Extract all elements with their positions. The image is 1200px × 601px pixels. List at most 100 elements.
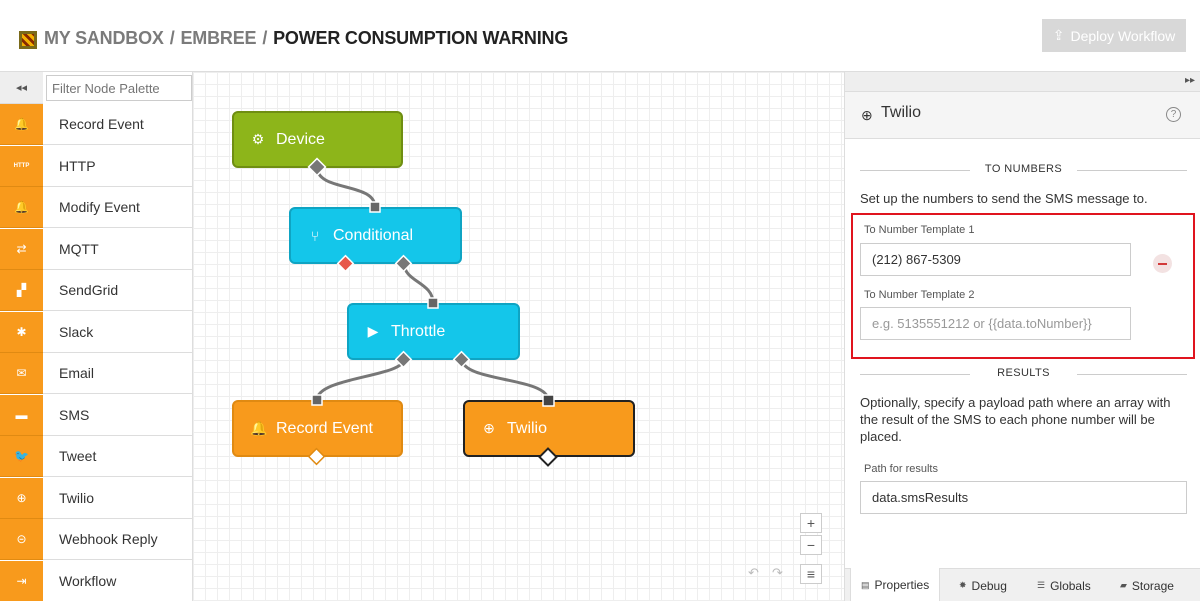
chip-icon: ⚙ <box>251 131 265 147</box>
canvas-menu-button[interactable]: ≡ <box>800 564 822 584</box>
help-icon[interactable]: ? <box>1166 107 1181 122</box>
tab-debug[interactable]: ✸ Debug <box>949 569 1017 601</box>
palette-item-label: Webhook Reply <box>59 531 158 547</box>
deploy-workflow-button[interactable]: ⇪ Deploy Workflow <box>1042 19 1186 52</box>
redo-icon[interactable]: ↷ <box>772 565 783 580</box>
to-numbers-heading: TO NUMBERS <box>860 163 1187 177</box>
palette-item-label: Slack <box>59 324 94 340</box>
path-for-results-label: Path for results <box>864 463 938 475</box>
envelope-icon: ✉ <box>0 353 43 394</box>
to-number-template-1-label: To Number Template 1 <box>864 224 975 236</box>
to-number-template-1-input[interactable] <box>860 243 1131 276</box>
header: MY SANDBOX/EMBREE/POWER CONSUMPTION WARN… <box>0 0 1200 72</box>
bell-icon: 🔔 <box>250 420 268 436</box>
storage-icon: ▰ <box>1120 580 1127 590</box>
upload-icon: ⇪ <box>1052 27 1065 43</box>
tab-properties[interactable]: ▤ Properties <box>850 568 941 601</box>
twitter-icon: 🐦 <box>0 436 43 477</box>
panel-title: Twilio <box>881 104 922 121</box>
remove-template-button[interactable] <box>1153 254 1172 273</box>
app-logo <box>19 31 37 49</box>
palette-item-label: Modify Event <box>59 199 140 215</box>
page-title: POWER CONSUMPTION WARNING <box>273 28 569 48</box>
node-label: Twilio <box>507 419 548 437</box>
list-icon: ☰ <box>1037 580 1046 590</box>
twilio-icon: ⊕ <box>0 478 43 519</box>
results-description: Optionally, specify a payload path where… <box>860 395 1171 444</box>
palette-item-label: SMS <box>59 407 90 423</box>
node-label: Throttle <box>391 322 446 340</box>
palette-item-modify-event[interactable]: 🔔 Modify Event <box>0 187 192 228</box>
tab-label: Debug <box>971 578 1007 593</box>
tab-label: Globals <box>1050 578 1091 593</box>
slack-icon: ✱ <box>0 312 43 353</box>
node-record-event[interactable]: 🔔 Record Event <box>232 400 403 457</box>
palette-item-record-event[interactable]: 🔔 Record Event <box>0 104 192 145</box>
zoom-out-button[interactable]: − <box>800 535 822 555</box>
input-port <box>311 394 323 406</box>
palette-item-sms[interactable]: ▬ SMS <box>0 395 192 436</box>
panel-tabs: ▤ Properties ✸ Debug ☰ Globals ▰ Storage <box>845 568 1200 601</box>
palette-item-label: Workflow <box>59 573 117 589</box>
path-for-results-input[interactable] <box>860 481 1187 514</box>
breadcrumb-separator: / <box>262 28 268 48</box>
zoom-in-button[interactable]: + <box>800 513 822 533</box>
false-output-port <box>336 254 355 273</box>
document-icon: ▤ <box>861 579 870 590</box>
input-port <box>542 394 555 407</box>
breadcrumb-separator: / <box>169 28 175 48</box>
palette-item-email[interactable]: ✉ Email <box>0 353 192 394</box>
collapse-panel-button[interactable]: ▸▸ <box>1184 75 1195 86</box>
input-port <box>369 201 381 213</box>
palette-item-label: Record Event <box>59 116 144 132</box>
node-ports <box>307 157 558 467</box>
output-port <box>452 350 471 369</box>
workflow-canvas[interactable]: ⚙ Device ⑂ Conditional ▶ Throttle 🔔 Reco… <box>193 72 844 601</box>
palette-item-tweet[interactable]: 🐦 Tweet <box>0 436 192 477</box>
split-icon: ⑂ <box>310 227 320 244</box>
palette-item-slack[interactable]: ✱ Slack <box>0 312 192 353</box>
palette-item-label: Tweet <box>59 448 97 464</box>
palette-item-label: Email <box>59 365 95 381</box>
twilio-icon: ⊕ <box>483 420 495 436</box>
collapse-panel-bar: ▸▸ <box>845 72 1200 92</box>
to-numbers-description: Set up the numbers to send the SMS messa… <box>860 191 1148 206</box>
swap-arrows-icon: ⇄ <box>0 229 43 270</box>
filter-node-palette-input[interactable] <box>46 75 192 101</box>
tab-storage[interactable]: ▰ Storage <box>1110 569 1184 601</box>
tab-label: Storage <box>1131 578 1174 593</box>
node-conditional[interactable]: ⑂ Conditional <box>289 207 462 264</box>
twilio-icon: ⊕ <box>861 107 873 123</box>
palette-item-http[interactable]: HTTP HTTP <box>0 146 192 187</box>
node-label: Device <box>276 130 325 148</box>
panel-header: ⊕ Twilio ? <box>845 92 1200 139</box>
to-numbers-highlight <box>851 213 1195 359</box>
node-label: Conditional <box>333 226 414 244</box>
undo-icon[interactable]: ↶ <box>748 565 759 580</box>
collapse-palette-button[interactable]: ◂◂ <box>0 72 43 104</box>
node-twilio[interactable]: ⊕ Twilio <box>463 400 635 457</box>
palette-item-twilio[interactable]: ⊕ Twilio <box>0 478 192 519</box>
chat-bubble-icon: ▬ <box>0 395 43 436</box>
output-port <box>307 157 327 177</box>
palette-item-label: HTTP <box>59 158 96 174</box>
input-port <box>427 297 439 309</box>
palette-item-webhook-reply[interactable]: ⊝ Webhook Reply <box>0 519 192 560</box>
node-label: Record Event <box>276 419 373 437</box>
node-palette: ◂◂ 🔔 Record Event HTTP HTTP 🔔 Modify Eve… <box>0 72 193 601</box>
output-port <box>538 447 558 467</box>
palette-item-workflow[interactable]: ⇥ Workflow <box>0 561 192 601</box>
breadcrumb-sandbox[interactable]: MY SANDBOX <box>44 28 164 48</box>
sendgrid-icon: ▞ <box>0 270 43 311</box>
to-number-template-2-input[interactable] <box>860 307 1131 340</box>
deploy-workflow-label: Deploy Workflow <box>1070 27 1176 44</box>
link-icon: ⊝ <box>0 519 43 560</box>
breadcrumb-application[interactable]: EMBREE <box>180 28 257 48</box>
palette-item-mqtt[interactable]: ⇄ MQTT <box>0 229 192 270</box>
bug-icon: ✸ <box>959 580 967 590</box>
palette-item-sendgrid[interactable]: ▞ SendGrid <box>0 270 192 311</box>
play-circle-icon: ▶ <box>367 323 379 339</box>
properties-panel: ▸▸ ⊕ Twilio ? TO NUMBERS Set up the numb… <box>844 72 1200 601</box>
workflow-icon: ⇥ <box>0 561 43 601</box>
tab-globals[interactable]: ☰ Globals <box>1027 569 1101 601</box>
